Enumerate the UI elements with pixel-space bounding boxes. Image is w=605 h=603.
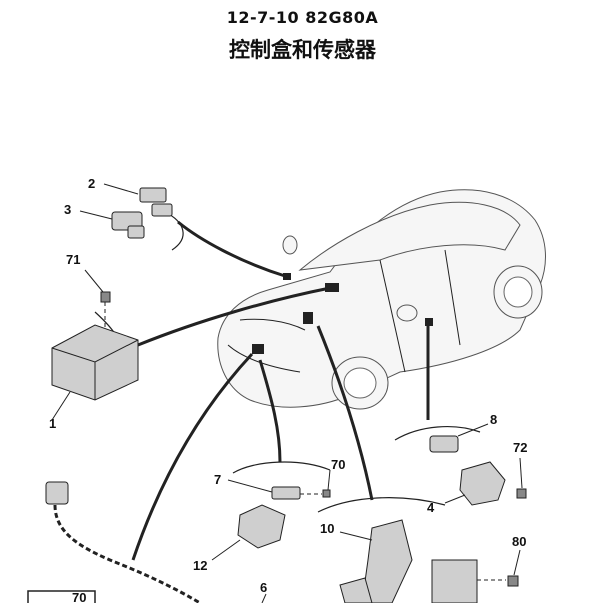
diagram-title: 控制盒和传感器 — [229, 38, 376, 62]
callout-4: 4 — [427, 500, 435, 515]
callout-6: 6 — [260, 580, 267, 595]
callouts: 2 3 71 1 8 72 70 7 4 10 80 12 6 70 — [49, 176, 527, 603]
callout-7: 7 — [214, 472, 221, 487]
callout-3: 3 — [64, 202, 71, 217]
callout-1: 1 — [49, 416, 56, 431]
part-8-sensor — [429, 423, 489, 453]
callout-72: 72 — [513, 440, 527, 455]
part-2-connector — [103, 183, 173, 217]
callout-10: 10 — [320, 521, 334, 536]
callout-2: 2 — [88, 176, 95, 191]
part-7-bracket-group — [211, 469, 331, 561]
callout-70-b: 70 — [72, 590, 86, 603]
part-4-bracket — [444, 457, 527, 506]
part-1-control-box — [51, 324, 139, 421]
part-6 — [261, 577, 373, 603]
callout-71: 71 — [66, 252, 80, 267]
part-10-bracket — [339, 519, 521, 603]
callout-70-a: 70 — [331, 457, 345, 472]
part-71-screw — [84, 269, 111, 328]
diagram-code: 12-7-10 82G80A — [226, 8, 379, 27]
callout-12: 12 — [193, 558, 207, 573]
detail-box — [27, 590, 96, 603]
callout-8: 8 — [490, 412, 497, 427]
wiring-harness — [45, 481, 201, 603]
part-3-connector — [79, 210, 145, 239]
car-illustration — [217, 189, 546, 410]
callout-80: 80 — [512, 534, 526, 549]
